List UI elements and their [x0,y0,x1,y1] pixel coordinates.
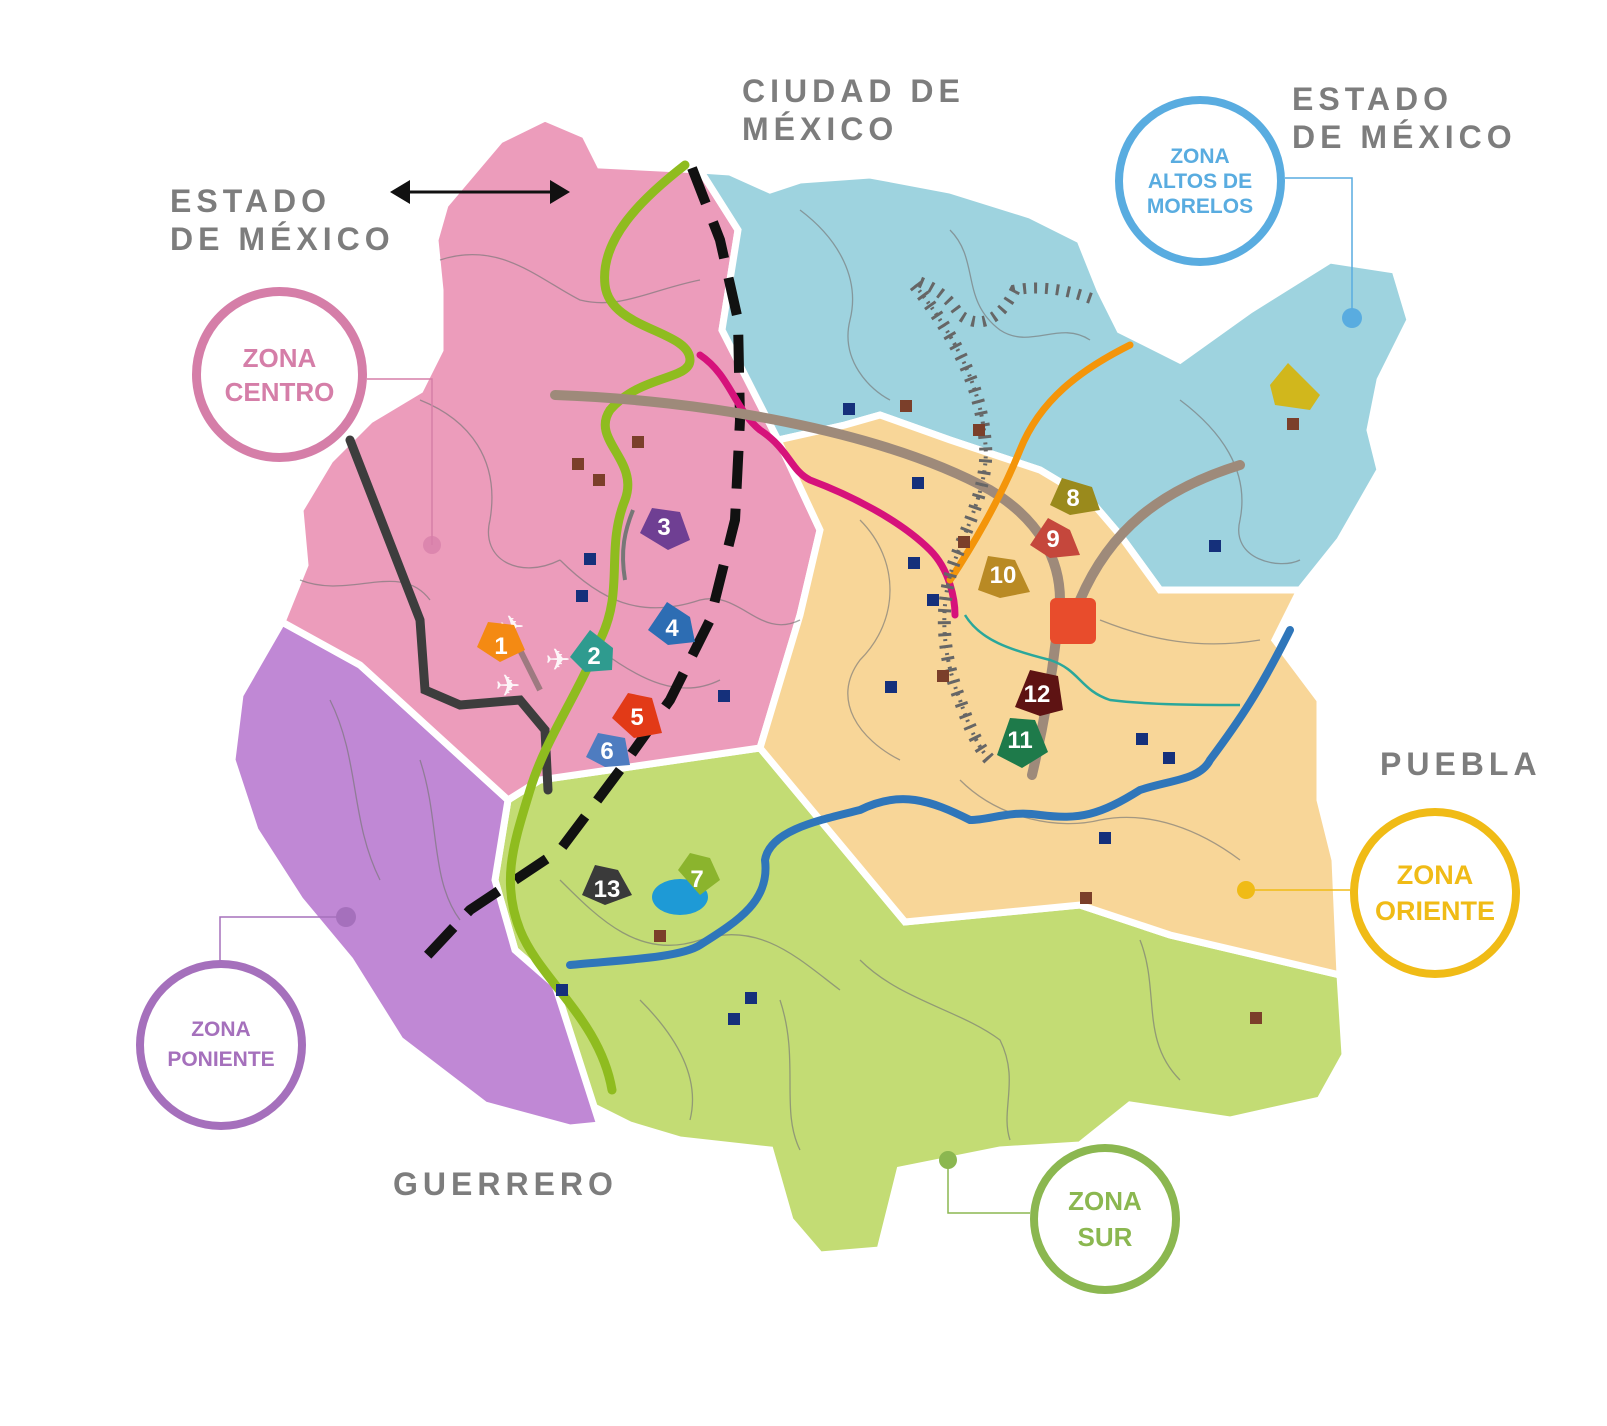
marker-8[interactable]: 8 [1050,478,1100,515]
state-border-dashed [421,166,746,962]
marker-4-label: 4 [665,615,679,642]
airplane-icon: ✈ [545,643,570,678]
state-label-cdmx: CIUDAD DE MÉXICO [742,73,965,147]
marker-5[interactable]: 5 [612,693,662,738]
zona-altos-circle[interactable]: ZONA ALTOS DE MORELOS [1115,96,1285,266]
marker-6[interactable]: 6 [586,733,630,767]
double-arrow-icon [390,180,570,204]
river-blue [566,626,1294,969]
marker-1[interactable]: 1 [477,622,525,662]
poniente-dot [336,907,356,927]
zona-oriente-circle[interactable]: ZONA ORIENTE [1350,808,1520,978]
marker-4[interactable]: 4 [648,602,695,645]
navy-square-marker [1136,733,1148,745]
zona-sur-circle[interactable]: ZONA SUR [1030,1144,1180,1294]
navy-square-marker [584,553,596,565]
marker-13-label: 13 [594,876,621,903]
marker-3[interactable]: 3 [640,508,690,550]
zona-poniente-area[interactable] [228,617,605,1132]
marker-2[interactable]: 2 [570,630,613,672]
marker-1-label: 1 [494,633,507,660]
marker-7[interactable]: 7 [678,853,720,895]
marker-10[interactable]: 10 [978,556,1030,598]
callout-altos [1285,177,1353,318]
brown-square-marker [973,424,985,436]
marker-3-label: 3 [657,514,670,541]
green-route [505,160,695,1095]
brown-square-marker [632,436,644,448]
centro-dot [423,536,441,554]
brown-square-marker [1080,892,1092,904]
navy-square-marker [745,992,757,1004]
state-label-puebla: PUEBLA [1380,746,1542,782]
navy-square-marker [576,590,588,602]
callout-lines [219,177,1353,1214]
marker-11[interactable]: 11 [997,718,1048,768]
gold-area-marker[interactable] [1270,363,1320,410]
marker-7-label: 7 [690,866,703,893]
small-gray-road [621,509,635,581]
orange-highway [946,341,1134,584]
zona-centro-circle[interactable]: ZONA CENTRO [192,287,367,462]
navy-square-marker [1163,752,1175,764]
navy-square-marker [1099,832,1111,844]
state-label-edomex-west: ESTADO DE MÉXICO [170,183,395,257]
callout-sur [947,1160,1030,1214]
numbered-markers: 1 2 3 4 5 6 7 8 9 10 11 12 13 [477,478,1100,905]
navy-square-marker [728,1013,740,1025]
state-label-guerrero: GUERRERO [393,1166,618,1202]
oriente-dot [1237,881,1255,899]
zona-poniente-circle[interactable]: ZONA PONIENTE [136,960,306,1130]
navy-square-marker [843,403,855,415]
marker-2-label: 2 [587,643,600,670]
marker-13[interactable]: 13 [582,865,632,905]
brown-square-marker [654,930,666,942]
marker-11-label: 11 [1007,727,1032,754]
magenta-route [696,351,959,619]
brown-square-marker [593,474,605,486]
runway-mark [517,648,543,692]
black-highway [345,435,553,795]
navy-square-marker [556,984,568,996]
sur-dot [939,1151,957,1169]
navy-square-marker [927,594,939,606]
brown-square-markers [572,400,1299,1024]
airplane-icon: ✈ [495,669,520,704]
navy-square-marker [908,557,920,569]
marker-9-label: 9 [1046,526,1059,553]
navy-square-marker [885,681,897,693]
marker-12-label: 12 [1024,681,1051,708]
marker-12[interactable]: 12 [1015,670,1063,716]
marker-9[interactable]: 9 [1030,518,1080,558]
marker-10-label: 10 [990,562,1017,589]
callout-centro [367,378,433,545]
marker-5-label: 5 [630,704,643,731]
marker-6-label: 6 [600,738,613,765]
brown-square-marker [572,458,584,470]
municipal-boundaries [299,209,1301,1151]
brown-square-marker [937,670,949,682]
altos-dot [1342,308,1362,328]
navy-square-marker [1209,540,1221,552]
marker-8-label: 8 [1066,485,1079,512]
brown-highway-east [1075,460,1245,605]
brown-square-marker [958,536,970,548]
navy-square-marker [718,690,730,702]
brown-square-marker [1287,418,1299,430]
navy-square-markers [556,403,1221,1025]
cuautla-hub-square[interactable] [1050,598,1096,644]
state-label-edomex-east: ESTADO DE MÉXICO [1292,81,1517,155]
navy-square-marker [912,477,924,489]
brown-square-marker [900,400,912,412]
river-teal [963,614,1241,707]
brown-square-marker [1250,1012,1262,1024]
